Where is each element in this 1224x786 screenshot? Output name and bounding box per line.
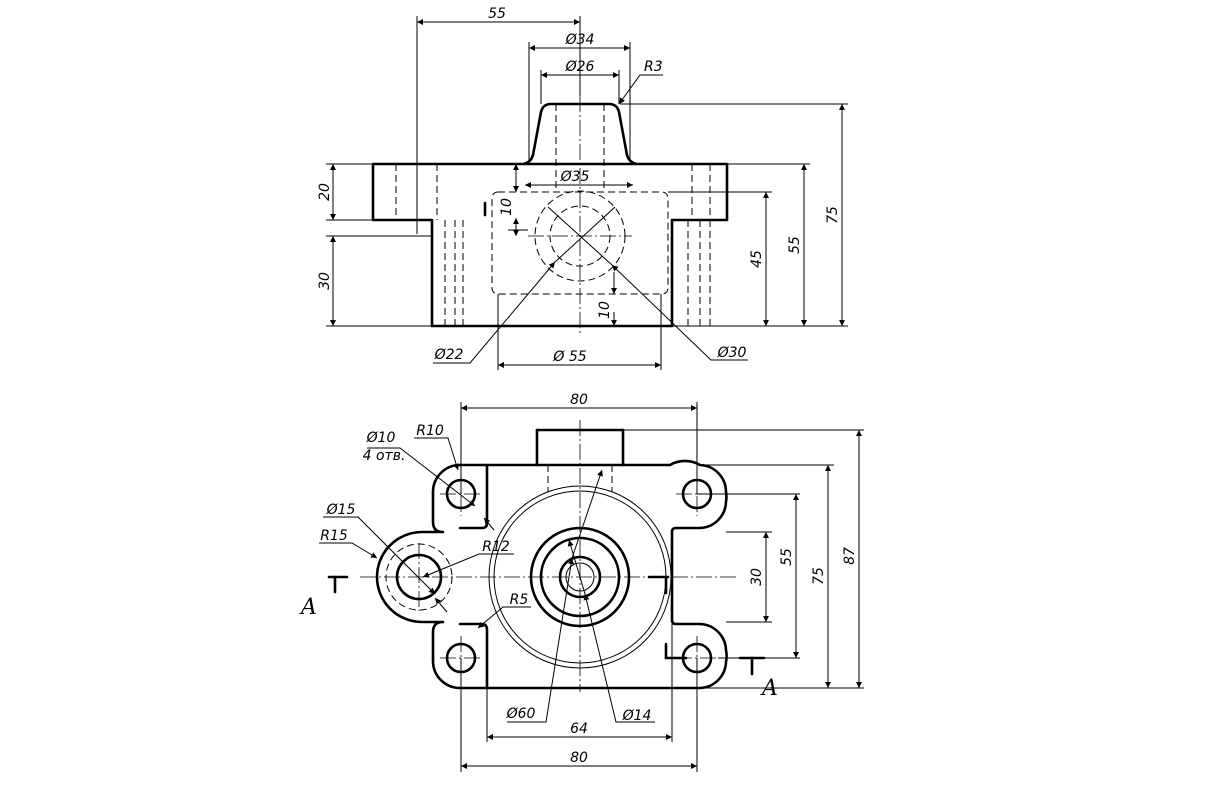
dim-55: 55 (779, 548, 795, 566)
front-view-centerlines (528, 96, 632, 334)
dim-hole-22: Ø22 (434, 347, 464, 363)
dim-base-height: 30 (317, 272, 333, 290)
dim-bore-14: Ø14 (622, 708, 652, 724)
top-view-labels: 80 Ø10 4 отв. R10 Ø15 R15 R12 R5 Ø60 Ø14… (320, 392, 858, 766)
dim-lug-radius: R15 (320, 528, 348, 544)
dim-base-width: 80 (570, 750, 588, 766)
front-view-outline (371, 102, 729, 328)
front-view-dimension-lines (330, 19, 845, 368)
dim-overall-width: 80 (570, 392, 588, 408)
dim-lower-step: 10 (597, 301, 613, 319)
dim-lug-fillet: R12 (482, 539, 510, 555)
dim-corner-radius: R10 (416, 423, 444, 439)
dim-inner-height: 45 (749, 250, 765, 268)
dim-30: 30 (749, 568, 765, 586)
section-letter-left: A (299, 595, 317, 620)
dim-hole-spacing: 64 (570, 721, 588, 737)
dim-top-width: 55 (488, 6, 506, 22)
dim-bore-35: Ø35 (560, 169, 590, 185)
top-view-dimension-lines (319, 405, 862, 769)
dim-fillet-r3: R3 (644, 59, 663, 75)
dim-boss-inner: Ø26 (565, 59, 595, 75)
dim-upper-step: 10 (499, 198, 515, 216)
dim-cylinder-60: Ø60 (506, 706, 536, 722)
front-view-labels: 55 Ø34 Ø26 R3 Ø35 20 30 10 10 45 55 75 Ø… (317, 6, 841, 365)
dim-87: 87 (842, 547, 858, 565)
top-view: A A (299, 392, 864, 772)
dim-counterbore-30: Ø30 (717, 345, 747, 361)
front-view: 55 Ø34 Ø26 R3 Ø35 20 30 10 10 45 55 75 Ø… (317, 6, 848, 370)
dim-base-55: Ø 55 (552, 349, 586, 365)
dim-flange-top: 55 (787, 236, 803, 254)
dim-hole-count: 4 отв. (363, 448, 406, 464)
top-view-outline (375, 428, 728, 690)
dim-inner-fillet: R5 (510, 592, 529, 608)
dim-overall-height: 75 (825, 206, 841, 224)
top-view-extension-lines (460, 402, 864, 772)
dim-flange-height: 20 (317, 183, 333, 201)
front-view-extension-lines (326, 16, 848, 370)
dim-lug-hole: Ø15 (326, 502, 356, 518)
dim-hole-10: Ø10 (366, 430, 396, 446)
dim-boss-outer: Ø34 (565, 32, 595, 48)
dim-75: 75 (811, 567, 827, 585)
section-a-markers: A A (299, 575, 778, 701)
front-view-hidden-lines (395, 104, 711, 326)
